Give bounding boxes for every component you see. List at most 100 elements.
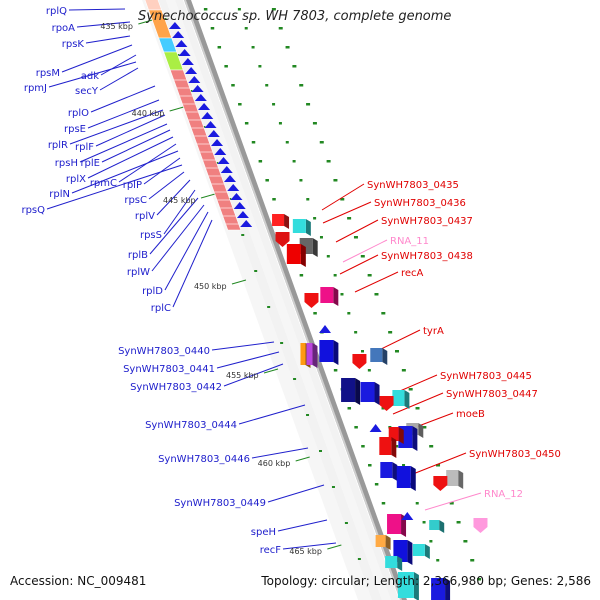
- label-rpss: rpsS: [140, 230, 162, 241]
- gene-synwh7803-0446: [380, 462, 393, 478]
- track-tick: [470, 559, 475, 562]
- gene-synwh7803-0445-side: [404, 390, 410, 409]
- gene-tyra-side: [382, 348, 388, 365]
- feature-lane-band: [175, 0, 399, 600]
- track-tick: [347, 312, 351, 315]
- label-rpsh-leader: [79, 123, 168, 163]
- label-reca: recA: [401, 268, 424, 279]
- coordinate-marker-line: [169, 106, 184, 112]
- label-synwh7803-0444: SynWH7803_0444: [145, 420, 237, 431]
- gene-synwh7803-0450-side: [458, 470, 464, 489]
- track-tick: [299, 84, 304, 87]
- gene-recf-a-side: [385, 535, 391, 550]
- track-tick: [381, 502, 386, 505]
- gene-synwh7803-0441-b: [306, 343, 313, 365]
- gene-synwh7803-0435: [272, 214, 285, 226]
- track-tick: [367, 274, 372, 277]
- label-rplx-leader: [87, 136, 174, 179]
- track-tick: [449, 502, 454, 505]
- label-moeb: moeB: [456, 409, 485, 420]
- track-tick: [374, 483, 379, 486]
- track-tick: [217, 46, 222, 49]
- feature-lane-band: [156, 0, 382, 600]
- gene-arrow: [201, 112, 214, 119]
- gene-synwh7803-0446-side: [392, 462, 398, 481]
- coordinate-marker-label: 440 kbp: [132, 109, 165, 118]
- label-rna-11-leader: [342, 239, 388, 263]
- gene-synwh7803-0437-side: [312, 238, 318, 257]
- gene-rna-12-area: [429, 520, 440, 530]
- gene-bottom-b-side: [445, 578, 451, 600]
- label-rpsh: rpsH: [55, 158, 78, 169]
- track-tick: [381, 312, 386, 315]
- label-rplq-leader: [68, 8, 126, 11]
- track-tick: [237, 8, 241, 11]
- gene-arrow: [178, 49, 191, 56]
- track-tick: [265, 179, 269, 182]
- gene-arrow: [220, 166, 233, 173]
- track-tick: [429, 540, 433, 543]
- track-tick: [340, 198, 345, 201]
- track-tick: [267, 306, 271, 308]
- label-rpsc-leader: [148, 171, 185, 200]
- label-synwh7803-0450-leader: [412, 452, 467, 475]
- track-tick: [402, 464, 406, 467]
- label-synwh7803-0437: SynWH7803_0437: [381, 216, 473, 227]
- track-tick: [271, 8, 276, 11]
- track-tick: [258, 65, 262, 68]
- track-tick: [306, 198, 310, 201]
- label-reca-leader: [354, 271, 399, 293]
- gene-synwh7803-0440: [319, 340, 334, 362]
- gene-synwh7803-0438-side: [300, 244, 306, 267]
- track-tick: [347, 217, 352, 220]
- label-rplv-leader: [156, 179, 191, 216]
- label-rpsq-leader: [46, 164, 183, 210]
- track-tick: [347, 407, 352, 410]
- label-adk-leader: [100, 54, 137, 76]
- label-rpsm-leader: [61, 44, 133, 73]
- gene-block: [169, 69, 242, 231]
- label-synwh7803-0441-leader: [216, 351, 280, 369]
- label-rna-12: RNA_12: [484, 489, 523, 500]
- gene-recf-c: [385, 556, 398, 568]
- gene-synwh7803-0446-b: [396, 466, 411, 488]
- coordinate-marker-line: [200, 193, 216, 199]
- label-synwh7803-0441: SynWH7803_0441: [123, 364, 215, 375]
- track-tick: [278, 27, 283, 30]
- track-tick: [436, 559, 440, 562]
- gene-synwh7803-0441-a: [300, 343, 306, 365]
- label-rplp: rplP: [123, 180, 142, 191]
- label-rna-11: RNA_11: [390, 236, 429, 247]
- label-synwh7803-0445: SynWH7803_0445: [440, 371, 532, 382]
- label-synwh7803-0440: SynWH7803_0440: [118, 346, 210, 357]
- label-rpld-leader: [164, 211, 209, 291]
- gene-arrow: [224, 175, 236, 182]
- track-tick: [374, 293, 379, 296]
- track-tick: [251, 46, 255, 49]
- track-tick: [272, 103, 276, 106]
- gene-synwh7803-0444: [360, 382, 375, 402]
- gene-tyra-arrow: [352, 354, 367, 369]
- label-rpsk-leader: [85, 35, 131, 44]
- gene-moeb-b: [379, 437, 392, 455]
- label-rpmj: rpmJ: [24, 83, 47, 94]
- label-synwh7803-0450: SynWH7803_0450: [469, 449, 561, 460]
- gene-reca-arrow: [304, 293, 319, 308]
- label-synwh7803-0446-leader: [251, 447, 309, 459]
- gene-recf-c-side: [397, 556, 403, 571]
- track-tick: [299, 179, 303, 182]
- gene-reca-side: [333, 287, 339, 306]
- track-tick: [354, 426, 358, 429]
- track-tick: [333, 369, 338, 372]
- track-tick: [381, 407, 385, 410]
- label-rpld: rplD: [142, 286, 163, 297]
- track-tick: [354, 331, 358, 334]
- gene-synwh7803-0446-b-side: [410, 466, 416, 491]
- label-rpse: rpsE: [64, 124, 86, 135]
- gene-bottom-a: [397, 572, 414, 598]
- label-rplb-leader: [149, 197, 199, 255]
- track-tick: [333, 179, 338, 182]
- label-rplc-leader: [172, 219, 213, 308]
- gene-synwh7803-0445-arrow: [379, 396, 394, 411]
- genome-backbone-highlight: [184, 0, 402, 600]
